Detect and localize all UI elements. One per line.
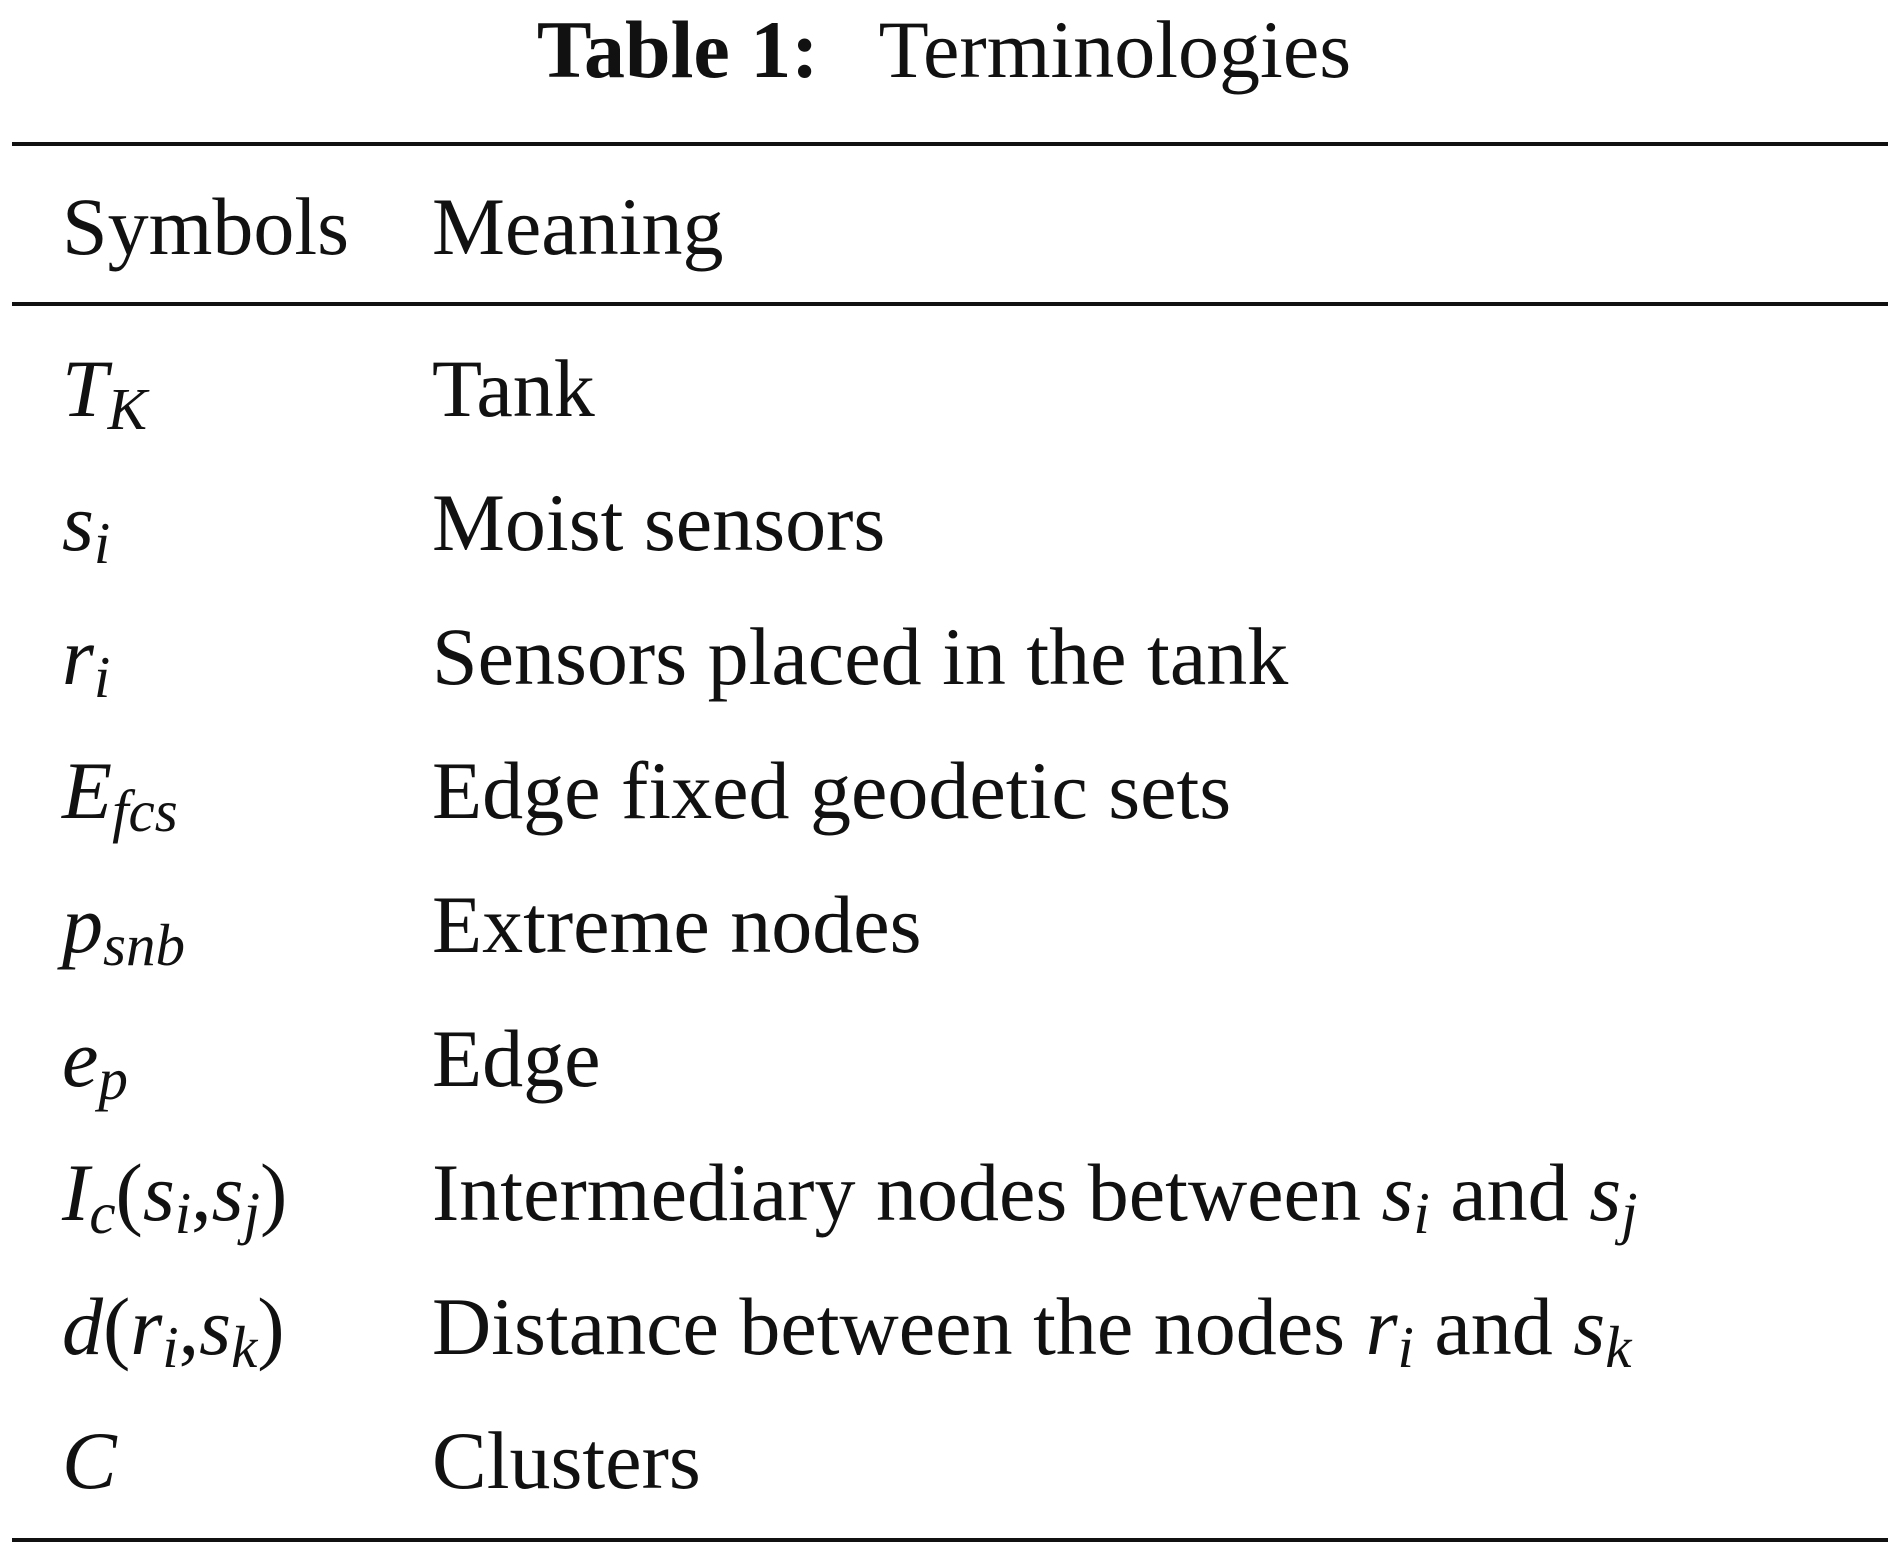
symbol-arg-b-subscript: j: [243, 1179, 260, 1246]
table-row: si Moist sensors: [0, 456, 1888, 590]
open-paren: (: [115, 1147, 143, 1238]
meaning-cell: Moist sensors: [432, 477, 886, 568]
table-bottom-rule: [12, 1538, 1888, 1542]
table-header-rule: [12, 302, 1888, 306]
meaning-var-1: r: [1365, 1281, 1398, 1372]
meaning-var-2-subscript: j: [1621, 1179, 1638, 1246]
symbol-base: E: [62, 745, 113, 836]
comma: ,: [191, 1147, 212, 1238]
meaning-text: Intermediary nodes between: [432, 1147, 1382, 1238]
open-paren: (: [103, 1281, 131, 1372]
symbol-function-subscript: c: [89, 1179, 116, 1246]
symbol-arg-a-subscript: i: [174, 1179, 192, 1246]
caption-gap: [839, 4, 860, 95]
table-row: Efcs Edge fixed geodetic sets: [0, 724, 1888, 858]
meaning-cell: Edge fixed geodetic sets: [432, 745, 1232, 836]
symbol-function: I: [62, 1147, 90, 1238]
symbol-cell: si: [62, 456, 110, 590]
symbol-base: C: [62, 1415, 117, 1506]
header-symbols: Symbols: [62, 181, 350, 272]
meaning-var-2-subscript: k: [1605, 1313, 1632, 1380]
symbol-base: e: [62, 1013, 99, 1104]
symbol-base: p: [62, 879, 103, 970]
table-row: Ic(si,sj) Intermediary nodes between si …: [0, 1126, 1888, 1260]
symbol-arg-b: s: [199, 1281, 232, 1372]
meaning-var-1-subscript: i: [1397, 1313, 1414, 1380]
symbol-cell: ep: [62, 992, 128, 1126]
symbol-arg-a: s: [142, 1147, 175, 1238]
symbol-cell: ri: [62, 590, 110, 724]
symbol-subscript: i: [93, 509, 111, 576]
symbol-cell: Efcs: [62, 724, 178, 858]
symbol-arg-a-subscript: i: [162, 1313, 179, 1380]
symbol-cell: d(ri,sk): [62, 1260, 285, 1394]
table-row: psnb Extreme nodes: [0, 858, 1888, 992]
symbol-base: T: [62, 343, 108, 434]
table-row: TK Tank: [0, 322, 1888, 456]
meaning-cell: Clusters: [432, 1415, 701, 1506]
table-caption: Table 1: Terminologies: [0, 4, 1888, 96]
meaning-cell: Extreme nodes: [432, 879, 922, 970]
meaning-cell: Sensors placed in the tank: [432, 611, 1289, 702]
meaning-cell: Intermediary nodes between si and sj: [432, 1126, 1638, 1260]
table-row: d(ri,sk) Distance between the nodes ri a…: [0, 1260, 1888, 1394]
meaning-var-2: s: [1589, 1147, 1622, 1238]
meaning-cell: Edge: [432, 1013, 601, 1104]
symbol-base: r: [62, 611, 94, 702]
table-top-rule: [12, 142, 1888, 146]
header-meaning: Meaning: [432, 181, 724, 272]
symbol-cell: C: [62, 1394, 117, 1528]
symbol-subscript: fcs: [112, 777, 178, 844]
table-caption-label: Table 1:: [536, 4, 819, 95]
meaning-and: and: [1413, 1281, 1574, 1372]
meaning-text: Distance between the nodes: [432, 1281, 1366, 1372]
meaning-cell: Tank: [432, 343, 595, 434]
meaning-var-2: s: [1573, 1281, 1606, 1372]
meaning-var-1: s: [1381, 1147, 1414, 1238]
close-paren: ): [259, 1147, 288, 1238]
symbol-arg-a: r: [130, 1281, 163, 1372]
symbol-cell: TK: [62, 322, 147, 456]
close-paren: ): [257, 1281, 285, 1372]
symbol-arg-b: s: [211, 1147, 244, 1238]
symbol-subscript: p: [98, 1045, 128, 1112]
symbol-arg-b-subscript: k: [231, 1313, 258, 1380]
meaning-cell: Distance between the nodes ri and sk: [432, 1260, 1631, 1394]
symbol-subscript: snb: [103, 911, 186, 978]
comma: ,: [178, 1281, 200, 1372]
table-header-row: Symbols Meaning: [0, 160, 1888, 294]
symbol-cell: psnb: [62, 858, 185, 992]
meaning-var-1-subscript: i: [1413, 1179, 1430, 1246]
symbol-subscript: K: [107, 375, 147, 442]
table-row: ri Sensors placed in the tank: [0, 590, 1888, 724]
meaning-and: and: [1429, 1147, 1590, 1238]
table-row: ep Edge: [0, 992, 1888, 1126]
table-caption-title: Terminologies: [878, 4, 1352, 95]
table-row: C Clusters: [0, 1394, 1888, 1528]
symbol-base: s: [62, 477, 94, 568]
symbol-subscript: i: [93, 643, 111, 710]
symbol-function: d: [62, 1281, 103, 1372]
symbol-cell: Ic(si,sj): [62, 1126, 287, 1260]
